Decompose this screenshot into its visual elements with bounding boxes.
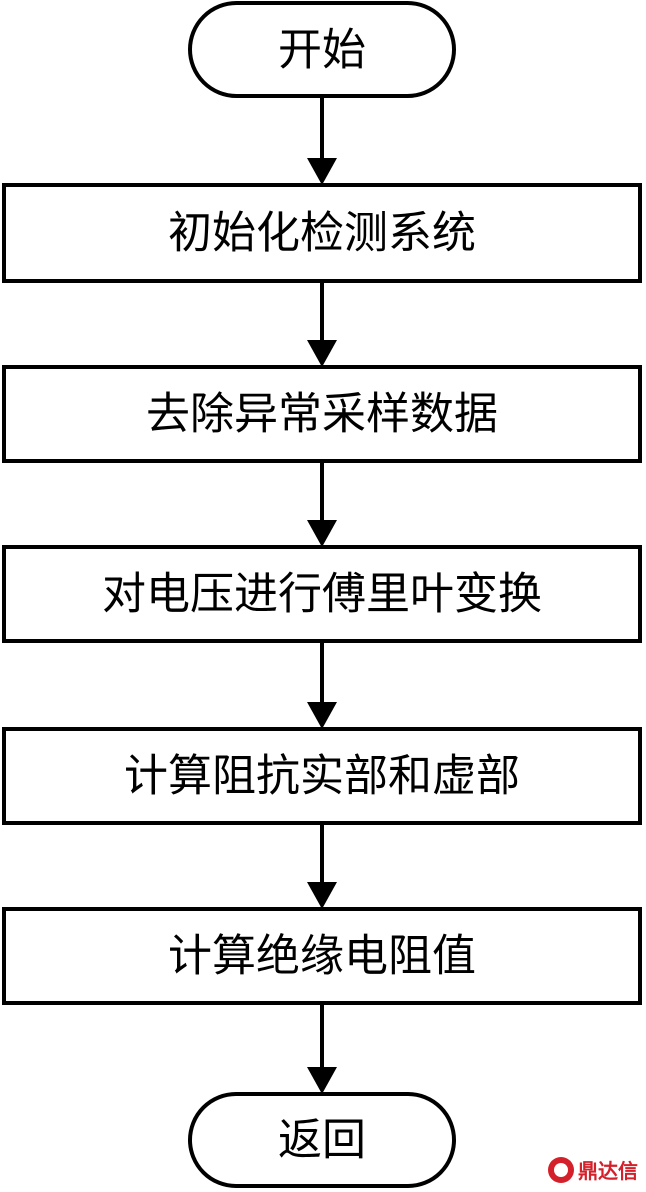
node-impedance: 计算阻抗实部和虚部 [2,727,642,825]
node-init: 初始化检测系统 [2,183,642,283]
edge-init-to-remove [307,281,337,367]
node-remove-label: 去除异常采样数据 [146,389,498,440]
node-start: 开始 [188,1,456,98]
node-return: 返回 [188,1092,456,1188]
edge-remove-to-fourier [307,461,337,547]
node-fourier: 对电压进行傅里叶变换 [2,545,642,643]
node-return-label: 返回 [278,1115,366,1166]
watermark: 鼎达信 [548,1155,638,1184]
node-resistance-label: 计算绝缘电阻值 [168,931,476,982]
node-start-label: 开始 [278,25,366,76]
node-impedance-label: 计算阻抗实部和虚部 [124,751,520,802]
edge-start-to-init [307,96,337,185]
edge-fourier-to-impedance [307,641,337,729]
node-remove: 去除异常采样数据 [2,365,642,463]
edge-impedance-to-resistance [307,823,337,909]
node-fourier-label: 对电压进行傅里叶变换 [102,569,542,620]
node-resistance: 计算绝缘电阻值 [2,907,642,1005]
watermark-logo-icon [548,1156,574,1183]
edge-resistance-to-return [307,1003,337,1094]
node-init-label: 初始化检测系统 [168,208,476,259]
watermark-text: 鼎达信 [578,1159,638,1183]
